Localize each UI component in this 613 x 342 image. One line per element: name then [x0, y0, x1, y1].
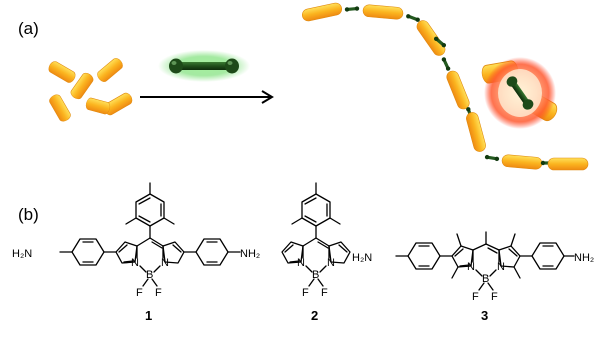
mesityl-group	[125, 182, 175, 239]
fluorine-label: F	[136, 287, 143, 299]
nitrogen-label: N	[131, 257, 139, 269]
nitrogen-label: N	[161, 257, 169, 269]
right-aminophenyl	[519, 242, 575, 270]
emission-highlight	[484, 57, 556, 129]
fluorine-label: F	[491, 291, 498, 303]
mesityl-group	[291, 182, 341, 239]
nitrogen-label: N	[497, 261, 505, 273]
fluorine-label: F	[302, 287, 309, 299]
panel-a-label: (a)	[18, 19, 39, 38]
nanorod	[47, 92, 73, 124]
fluorine-label: F	[321, 287, 328, 299]
dumbbell-linker	[158, 50, 250, 82]
panel-b-label: (b)	[18, 205, 39, 224]
compound-3-structure: N N B F F H₂N NH₂ 3	[352, 231, 594, 323]
nanorod	[444, 68, 472, 112]
linker	[344, 6, 360, 12]
amine-label: NH₂	[574, 252, 594, 264]
bodipy-core	[281, 237, 351, 287]
nanorod	[362, 3, 404, 21]
nanorod	[95, 56, 125, 84]
right-aminophenyl	[183, 238, 241, 266]
nitrogen-label: N	[327, 257, 335, 269]
nitrogen-label: N	[297, 257, 305, 269]
nanorod-cluster	[46, 56, 135, 124]
nanorod	[501, 153, 543, 171]
compound-1-structure: N N B F F H₂N NH₂ 1	[12, 182, 260, 323]
nanorod	[414, 17, 448, 59]
fluorine-label: F	[155, 287, 162, 299]
bodipy-core	[451, 231, 521, 291]
compound-number: 3	[481, 308, 488, 323]
linker	[440, 56, 452, 72]
amine-label: H₂N	[12, 248, 32, 260]
compound-number: 1	[145, 308, 152, 323]
reaction-arrow	[140, 90, 274, 104]
boron-label: B	[482, 273, 489, 285]
nanorod	[46, 59, 78, 85]
fluorine-label: F	[472, 291, 479, 303]
left-aminophenyl	[395, 242, 453, 270]
amine-label: H₂N	[352, 252, 372, 264]
nanorod	[464, 110, 488, 154]
nanorod	[300, 1, 344, 23]
bodipy-core	[115, 237, 185, 287]
nitrogen-label: N	[467, 261, 475, 273]
linker	[405, 13, 421, 23]
boron-label: B	[146, 269, 153, 281]
boron-label: B	[312, 269, 319, 281]
zoomed-linker	[506, 76, 534, 110]
compound-2-structure: N N B F F 2	[281, 182, 351, 323]
amine-label: NH₂	[240, 248, 260, 260]
nanorod	[547, 157, 589, 171]
left-aminophenyl	[59, 238, 117, 266]
linker	[484, 154, 500, 162]
nanorod	[84, 96, 112, 116]
compound-number: 2	[311, 308, 318, 323]
